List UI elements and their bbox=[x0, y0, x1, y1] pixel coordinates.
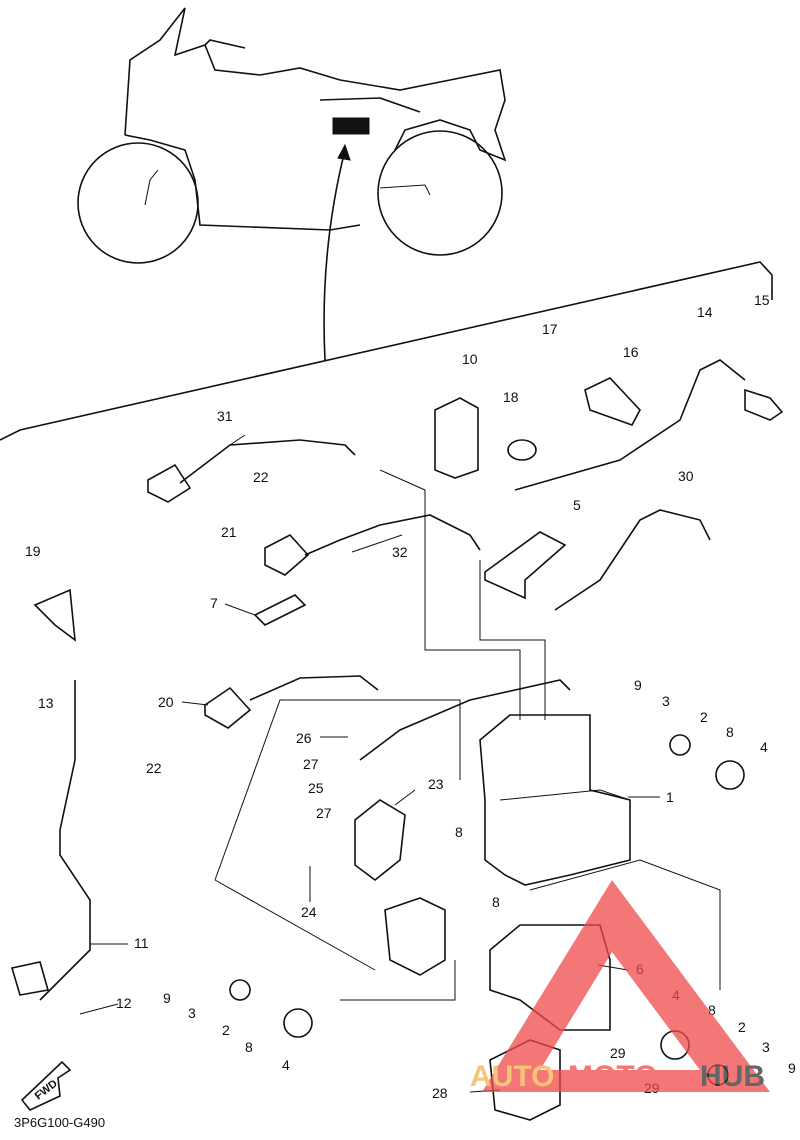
watermark-logo: AUTO MOTO HUB bbox=[470, 880, 770, 1093]
diagram-code: 3P6G100-G490 bbox=[14, 1115, 105, 1130]
callout-27a: 27 bbox=[303, 756, 319, 772]
callout-22a: 22 bbox=[253, 469, 269, 485]
callout-5: 5 bbox=[573, 497, 581, 513]
callout-8c: 8 bbox=[492, 894, 500, 910]
callout-31: 31 bbox=[217, 408, 233, 424]
callout-3a: 3 bbox=[662, 693, 670, 709]
callout-9a: 9 bbox=[634, 677, 642, 693]
callout-26: 26 bbox=[296, 730, 312, 746]
callout-12: 12 bbox=[116, 995, 132, 1011]
callout-32: 32 bbox=[392, 544, 408, 560]
callout-10: 10 bbox=[462, 351, 478, 367]
callout-labels: 1 2 2 2 3 3 3 4 4 4 5 6 7 8 8 8 8 8 9 9 … bbox=[25, 292, 796, 1101]
watermark-text-right: HUB bbox=[700, 1060, 765, 1093]
callout-16: 16 bbox=[623, 344, 639, 360]
callout-21: 21 bbox=[221, 524, 237, 540]
callout-4b: 4 bbox=[282, 1057, 290, 1073]
callout-3b: 3 bbox=[188, 1005, 196, 1021]
callout-2a: 2 bbox=[700, 709, 708, 725]
callout-18: 18 bbox=[503, 389, 519, 405]
parts bbox=[10, 377, 784, 1121]
callout-2b: 2 bbox=[222, 1022, 230, 1038]
brake-pipes bbox=[39, 359, 746, 1001]
callout-23: 23 bbox=[428, 776, 444, 792]
callout-20: 20 bbox=[158, 694, 174, 710]
callout-24: 24 bbox=[301, 904, 317, 920]
callout-9b: 9 bbox=[163, 990, 171, 1006]
callout-4a: 4 bbox=[760, 739, 768, 755]
callout-13: 13 bbox=[38, 695, 54, 711]
callout-8d: 8 bbox=[245, 1039, 253, 1055]
callout-28: 28 bbox=[432, 1085, 448, 1101]
fwd-arrow-icon bbox=[20, 1060, 72, 1111]
callout-8a: 8 bbox=[726, 724, 734, 740]
callout-1: 1 bbox=[666, 789, 674, 805]
callout-22b: 22 bbox=[146, 760, 162, 776]
callout-29a: 29 bbox=[610, 1045, 626, 1061]
motorcycle-outline bbox=[0, 7, 773, 441]
callout-8e: 8 bbox=[708, 1002, 716, 1018]
callout-27b: 27 bbox=[316, 805, 332, 821]
callout-3c: 3 bbox=[762, 1039, 770, 1055]
callout-14: 14 bbox=[697, 304, 713, 320]
callout-8b: 8 bbox=[455, 824, 463, 840]
callout-15: 15 bbox=[754, 292, 770, 308]
callout-7: 7 bbox=[210, 595, 218, 611]
callout-19: 19 bbox=[25, 543, 41, 559]
watermark-text-left: AUTO bbox=[470, 1060, 554, 1093]
callout-9c: 9 bbox=[788, 1060, 796, 1076]
assembly-lines bbox=[214, 469, 721, 1001]
callout-25: 25 bbox=[308, 780, 324, 796]
watermark-text-mid: MOTO bbox=[568, 1060, 657, 1093]
callout-2c: 2 bbox=[738, 1019, 746, 1035]
triangle-logo-icon bbox=[482, 880, 770, 1092]
callout-17: 17 bbox=[542, 321, 558, 337]
callout-11: 11 bbox=[134, 935, 149, 951]
callout-30: 30 bbox=[678, 468, 694, 484]
